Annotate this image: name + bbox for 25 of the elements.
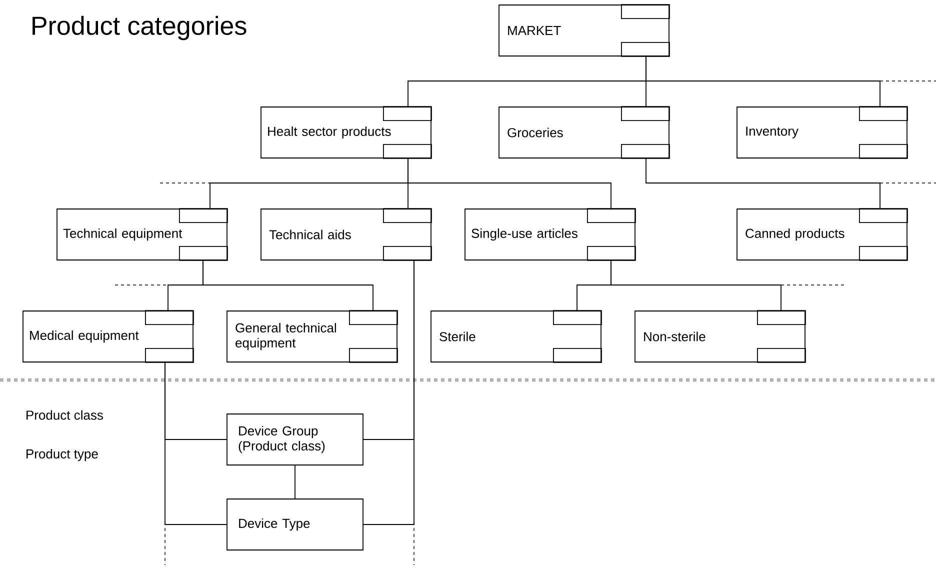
class-box: Device Group (Product class) [226,414,364,466]
component-box: Technical equipment [56,208,228,261]
component-box: Medical equipment [22,310,194,363]
component-box: Healt sector products [260,106,432,159]
level-label: Product class [26,410,103,420]
level-label: Product type [26,448,98,462]
class-box: Device Type [226,498,364,550]
component-box: Technical aids [260,208,432,261]
component-box: Canned products [736,208,908,261]
connector-line [202,260,374,311]
connector-line [294,465,296,499]
connector-line [610,260,782,311]
connector-line [363,260,414,525]
component-box: MARKET [498,4,670,57]
component-box: Inventory [736,106,908,159]
connector-line [646,158,880,209]
title: Product categories [32,16,246,40]
connector-line [408,158,612,209]
component-box: Groceries [498,106,670,159]
component-box: Non-sterile [634,310,806,363]
connector-line [646,56,880,107]
component-box: Single-use articles [464,208,636,261]
component-box: General technical equipment [226,310,398,363]
connector-line [164,362,227,525]
component-box: Sterile [430,310,602,363]
